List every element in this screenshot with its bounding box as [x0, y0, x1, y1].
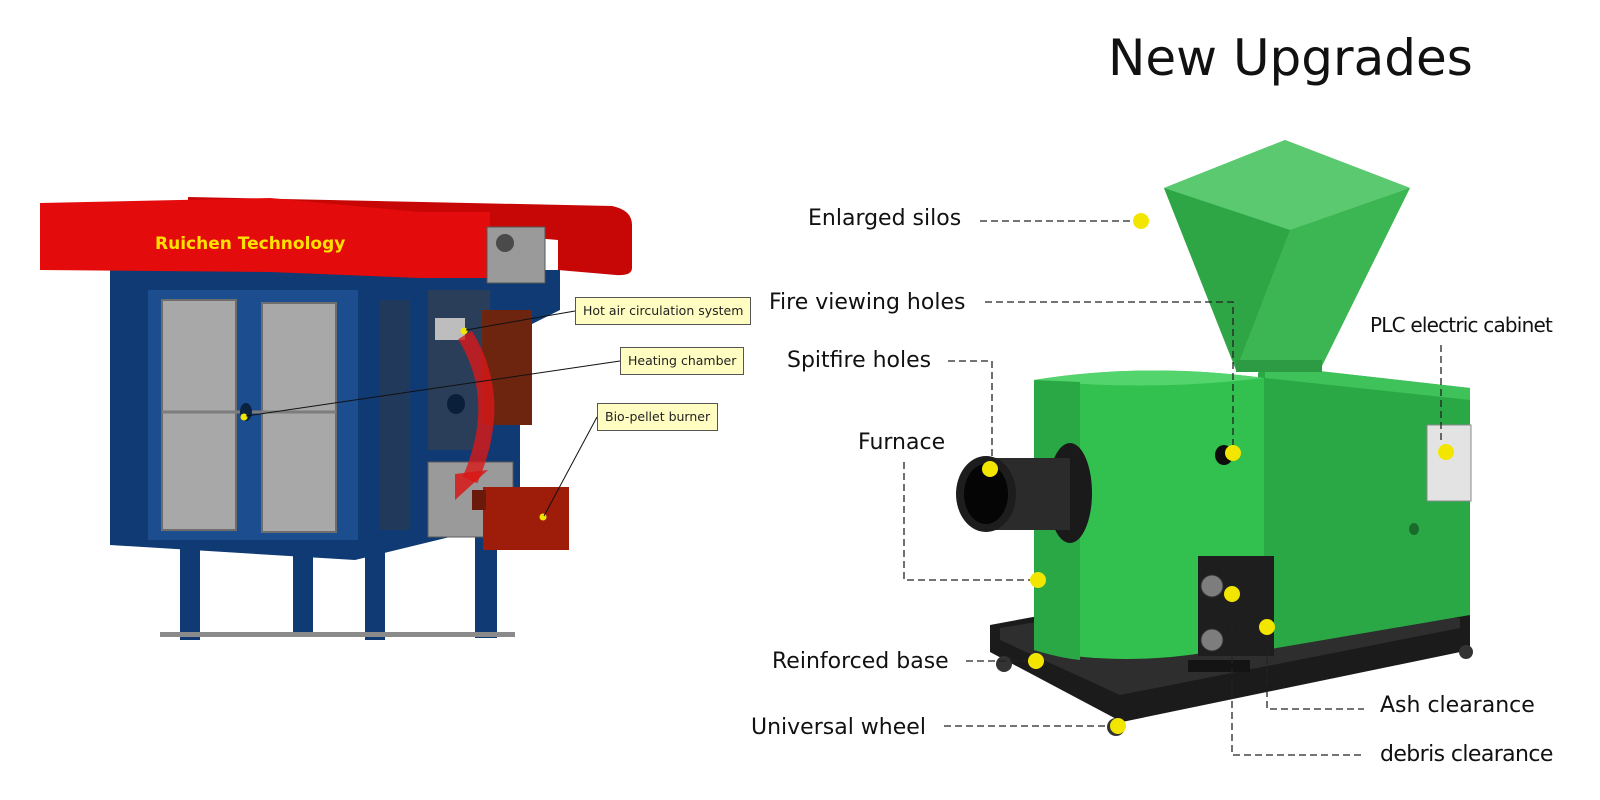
leader-line — [245, 360, 621, 417]
callout-bio-pellet-burner: Bio-pellet burner — [597, 403, 719, 431]
oven-door-right — [261, 302, 337, 533]
leader-line — [543, 416, 598, 517]
marker-dot — [1133, 213, 1149, 229]
oven-leg — [180, 545, 200, 640]
marker-dot — [1438, 444, 1454, 460]
brand-text: Ruichen Technology — [155, 234, 345, 254]
control-box-top — [1265, 365, 1470, 400]
debris-door-handwheel — [1200, 628, 1224, 652]
side-port — [1409, 523, 1419, 535]
marker-dot — [460, 327, 468, 335]
label-plc-electric-cabinet: PLC electric cabinet — [1370, 313, 1553, 337]
left-drying-oven: Ruichen Technology — [40, 197, 632, 640]
circulation-arrow — [458, 330, 495, 484]
silo-neck — [1236, 360, 1322, 372]
enlarged-silo-side — [1164, 188, 1290, 370]
label-reinforced-base: Reinforced base — [772, 649, 949, 674]
oven-leg — [293, 545, 313, 635]
roof-front-band — [420, 212, 490, 278]
leader-line — [1231, 602, 1364, 756]
callout-heating-chamber: Heating chamber — [620, 347, 745, 375]
fan-hub — [496, 234, 514, 252]
marker-dot — [1028, 653, 1044, 669]
marker-dot — [1030, 572, 1046, 588]
bio-pellet-burner — [483, 487, 569, 550]
oven-base-rail — [160, 632, 515, 637]
universal-wheel — [1459, 645, 1473, 659]
label-ash-clearance: Ash clearance — [1380, 693, 1535, 718]
ash-door-handwheel — [1200, 574, 1224, 598]
marker-dot — [982, 461, 998, 477]
control-box-body — [1258, 365, 1470, 650]
marker-dot — [1224, 586, 1240, 602]
marker-dot — [240, 413, 248, 421]
oven-side-panel — [380, 300, 410, 530]
leader-line — [903, 462, 1030, 581]
furnace-opening — [964, 464, 1008, 524]
leader-lines — [903, 220, 1442, 756]
leader-line — [1266, 635, 1364, 710]
label-enlarged-silos: Enlarged silos — [808, 206, 962, 231]
oven-leg — [365, 545, 385, 640]
cleanout-tray — [1188, 660, 1250, 672]
marker-dot — [539, 513, 547, 521]
burner-nozzle — [472, 490, 486, 510]
callout-hot-air-circulation: Hot air circulation system — [575, 297, 752, 325]
oven-door-left — [161, 299, 237, 531]
roof-front-band — [40, 198, 270, 272]
leader-line — [948, 360, 993, 461]
circulation-fan-motor — [486, 226, 546, 284]
label-universal-wheel: Universal wheel — [751, 715, 926, 740]
enlarged-silo-top — [1164, 140, 1410, 230]
circulation-arrow-head — [455, 470, 488, 500]
label-debris-clearance: debris clearance — [1380, 742, 1553, 767]
marker-dot — [1259, 619, 1275, 635]
universal-wheel — [996, 656, 1012, 672]
leader-line — [985, 301, 1234, 445]
oven-side-port — [447, 394, 465, 414]
page-title: New Upgrades — [1108, 29, 1473, 87]
leader-line — [465, 310, 576, 331]
label-spitfire-holes: Spitfire holes — [787, 348, 932, 373]
right-pellet-burner — [903, 140, 1473, 756]
furnace-rim — [1034, 370, 1264, 386]
roof-front-band — [270, 198, 420, 278]
label-furnace: Furnace — [858, 430, 946, 455]
plc-electric-cabinet — [1426, 424, 1472, 502]
label-fire-viewing-holes: Fire viewing holes — [769, 290, 966, 315]
marker-dot — [1225, 445, 1241, 461]
marker-dot — [1110, 718, 1126, 734]
fan-outlet — [435, 318, 465, 340]
